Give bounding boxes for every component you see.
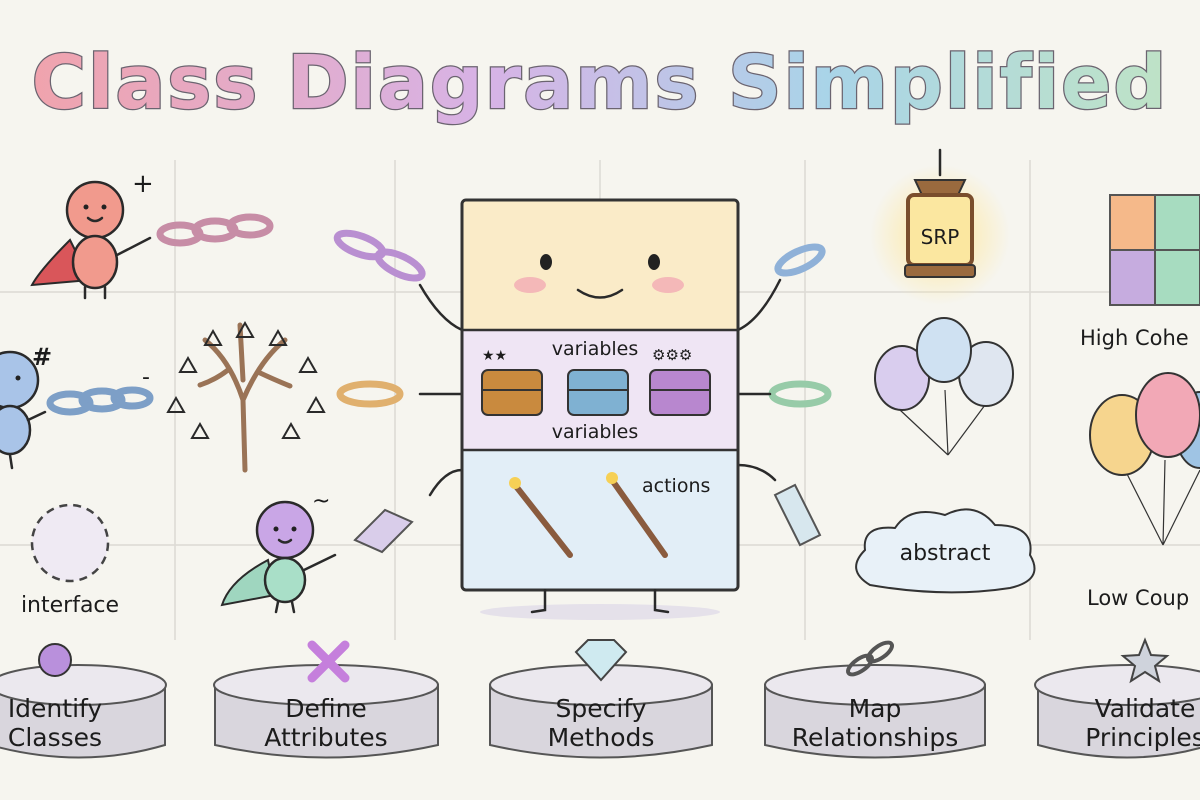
aggregation-diamond-icon: [773, 483, 822, 547]
balloons-icon: [874, 317, 1014, 456]
step-1-label-line2: Classes: [8, 723, 102, 752]
public-symbol: +: [132, 169, 154, 199]
private-symbol: -: [142, 365, 150, 390]
page-title: Class Diagrams Simplified: [32, 40, 1169, 126]
cloud-icon: [855, 508, 1036, 594]
diamond-icon: [574, 639, 628, 682]
attributes-label-top: variables: [552, 338, 639, 360]
cross-icon: [307, 640, 350, 683]
abstract-label: abstract: [900, 541, 991, 566]
step-pedestal-5: Validate Principles: [1034, 637, 1200, 759]
low-coupling-label: Low Coup: [1087, 586, 1189, 610]
step-1-label-line1: Identify: [8, 694, 103, 723]
lantern-icon: [904, 148, 976, 278]
protected-hero-figure: [0, 350, 47, 470]
step-5-label-line2: Principles: [1085, 723, 1200, 752]
sphere-icon: [38, 643, 72, 677]
chain-link-icon: [846, 640, 894, 677]
smiley-face-icon: [514, 254, 684, 299]
puzzle-icon: [1109, 194, 1200, 306]
step-4-label-line1: Map: [849, 694, 902, 723]
step-4-label-line2: Relationships: [792, 723, 959, 752]
step-3-label-line2: Methods: [548, 723, 655, 752]
step-5-label-line1: Validate: [1095, 694, 1196, 723]
composition-diamond-icon: [353, 508, 414, 554]
protected-symbol: #: [32, 343, 52, 371]
step-pedestal-4: Map Relationships: [764, 640, 986, 759]
chain-icon: [156, 213, 274, 247]
high-cohesion-label: High Cohe: [1080, 326, 1189, 350]
chain-icon: [46, 386, 154, 416]
chain-icon: [333, 229, 832, 408]
step-pedestal-2: Define Attributes: [213, 640, 439, 759]
magic-wand-icon: [509, 472, 668, 558]
gear-icon: ⚙⚙⚙: [652, 346, 692, 364]
package-hero-figure: [220, 500, 337, 614]
step-pedestal-3: Specify Methods: [489, 639, 713, 759]
step-2-label-line1: Define: [285, 694, 367, 723]
treasure-chest-icon: [481, 369, 711, 416]
inheritance-tree-icon: [166, 320, 326, 473]
public-hero-figure: [30, 180, 152, 300]
star-icon: [1120, 637, 1170, 684]
step-pedestal-1: Identify Classes: [0, 643, 167, 759]
srp-label: SRP: [921, 225, 960, 249]
attributes-label-bottom: variables: [552, 421, 639, 443]
package-symbol: ~: [312, 489, 330, 514]
balloons-icon: [1089, 372, 1200, 546]
interface-circle-icon: [30, 503, 110, 583]
step-2-label-line2: Attributes: [264, 723, 387, 752]
interface-label: interface: [21, 593, 119, 618]
star-icon: ★★: [482, 348, 507, 364]
step-3-label-line1: Specify: [556, 694, 647, 723]
methods-label: actions: [642, 475, 710, 497]
